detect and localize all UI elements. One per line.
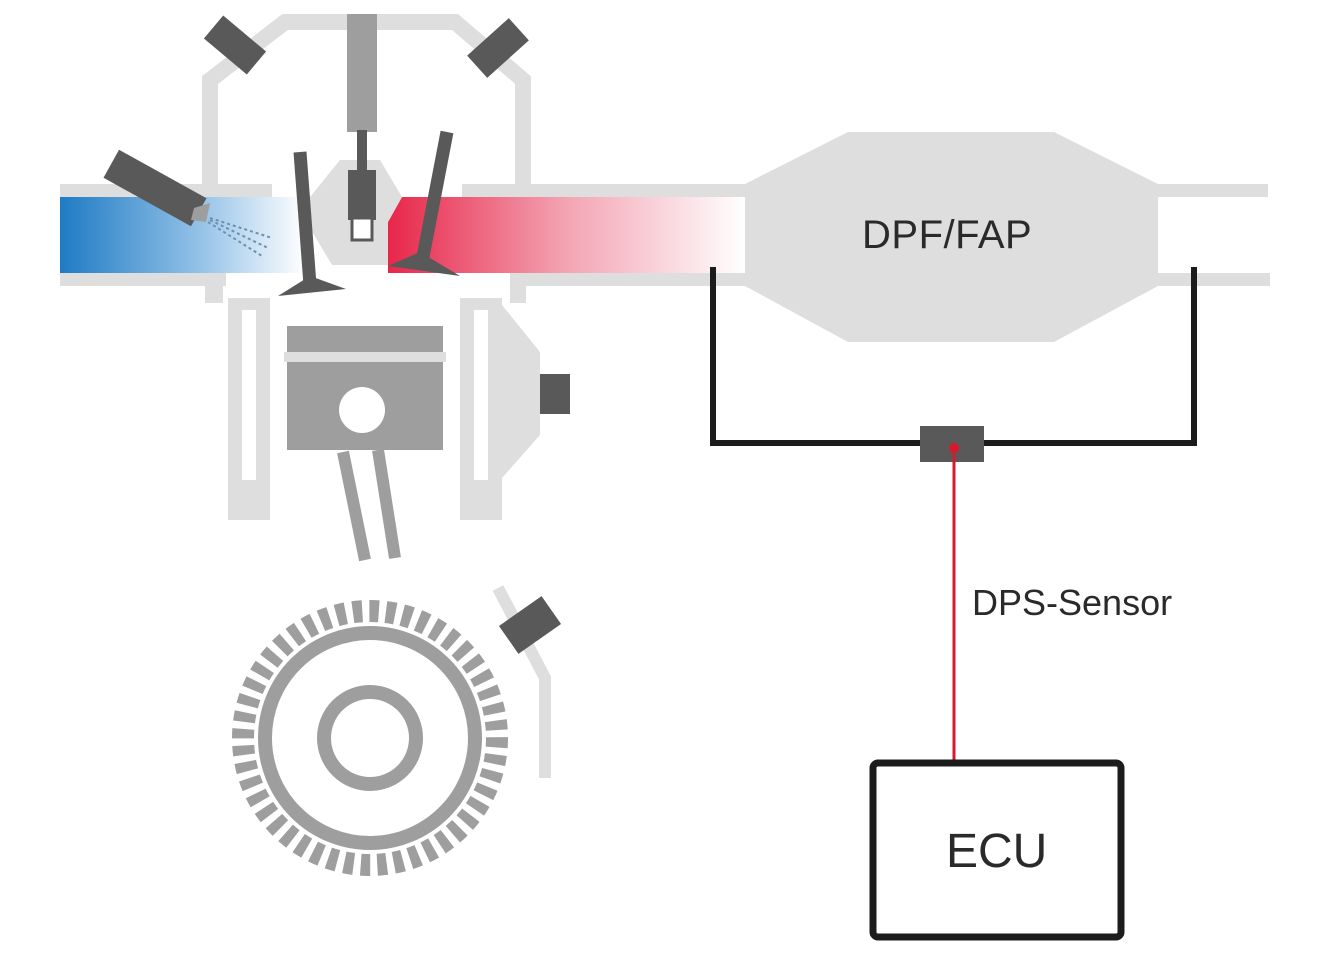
piston [284, 326, 446, 450]
dpf-body [745, 132, 1158, 342]
glow-plug [347, 14, 377, 242]
pressure-sensor-icon [540, 374, 570, 414]
connecting-rod [337, 449, 401, 562]
engine-block-side [502, 305, 570, 478]
dps-sensor-label: DPS-Sensor [972, 582, 1173, 623]
dpf-label: DPF/FAP [862, 213, 1033, 257]
trigger-wheel-icon [232, 600, 508, 876]
injector-icon [103, 149, 273, 257]
exhaust-valve [388, 130, 460, 276]
exhaust-gas-channel [388, 197, 745, 273]
head-sensor-left [203, 15, 267, 75]
intake-valve [278, 151, 346, 296]
ecu-label: ECU [946, 825, 1048, 878]
ecu-box [869, 759, 1125, 941]
cylinder-walls [228, 298, 502, 520]
crank-sensor [492, 585, 562, 778]
head-sensor-right [467, 18, 529, 78]
manifold-walls [60, 184, 1270, 303]
